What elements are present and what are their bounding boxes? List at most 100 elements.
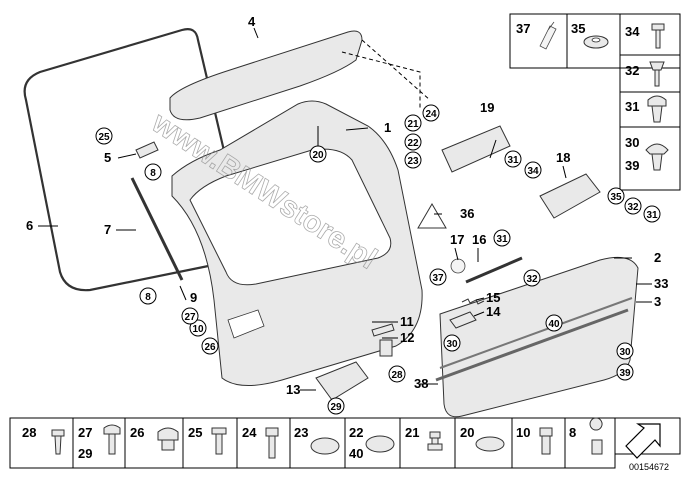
callout-13: 13 bbox=[286, 382, 300, 397]
callout-18: 18 bbox=[556, 150, 570, 165]
svg-text:35: 35 bbox=[610, 192, 622, 203]
legend-label-40: 40 bbox=[349, 446, 363, 461]
circled-callout-21: 21 bbox=[404, 114, 422, 132]
grommet bbox=[450, 258, 466, 274]
callout-33: 33 bbox=[654, 276, 668, 291]
svg-text:30: 30 bbox=[446, 339, 458, 350]
ball-stud-icon bbox=[589, 417, 603, 455]
spring bbox=[461, 298, 485, 305]
tailgate-lock bbox=[315, 361, 369, 401]
expanding-rivet-icon bbox=[645, 143, 669, 171]
svg-text:24: 24 bbox=[425, 109, 437, 120]
svg-text:32: 32 bbox=[627, 202, 639, 213]
legend-label-22: 22 bbox=[349, 425, 363, 440]
circled-callout-39: 39 bbox=[616, 363, 634, 381]
leader-lines bbox=[38, 27, 652, 391]
legend-label-31: 31 bbox=[625, 99, 639, 114]
screw-icon bbox=[649, 61, 665, 87]
callout-7: 7 bbox=[104, 222, 111, 237]
callout-5: 5 bbox=[104, 150, 111, 165]
circled-callout-40: 40 bbox=[545, 314, 563, 332]
legend-label-23: 23 bbox=[294, 425, 308, 440]
circled-callout-31: 31 bbox=[493, 229, 511, 247]
callout-1: 1 bbox=[384, 120, 391, 135]
circled-callout-30: 30 bbox=[616, 342, 634, 360]
circled-callout-28: 28 bbox=[388, 365, 406, 383]
stud-icon bbox=[427, 431, 443, 451]
legend-label-21: 21 bbox=[405, 425, 419, 440]
screw-icon bbox=[651, 23, 665, 49]
right-legend: 37 35 34 32 31 30 39 bbox=[509, 13, 681, 191]
license-plate-bracket bbox=[441, 125, 511, 173]
callout-16: 16 bbox=[472, 232, 486, 247]
rear-window-opening bbox=[189, 148, 392, 286]
svg-text:28: 28 bbox=[391, 370, 403, 381]
svg-text:37: 37 bbox=[432, 273, 444, 284]
rear-spoiler bbox=[169, 30, 363, 121]
circled-callout-24: 24 bbox=[422, 104, 440, 122]
circled-callout-31: 31 bbox=[504, 150, 522, 168]
legend-label-28: 28 bbox=[22, 425, 36, 440]
legend-label-24: 24 bbox=[242, 425, 257, 440]
callout-15: 15 bbox=[486, 290, 500, 305]
callout-12: 12 bbox=[400, 330, 414, 345]
plug-icon bbox=[157, 427, 179, 451]
legend-label-26: 26 bbox=[130, 425, 144, 440]
moulding-strip bbox=[435, 308, 629, 382]
callout-17: 17 bbox=[450, 232, 464, 247]
legend-label-35: 35 bbox=[571, 21, 585, 36]
rear-wiper-opening bbox=[227, 309, 265, 339]
circled-callout-25: 25 bbox=[95, 127, 113, 145]
circled-callout-10: 10 bbox=[189, 319, 207, 337]
svg-text:31: 31 bbox=[496, 234, 508, 245]
legend-label-20: 20 bbox=[460, 425, 474, 440]
handle-insert bbox=[449, 311, 477, 329]
circled-callout-34: 34 bbox=[524, 161, 542, 179]
svg-text:22: 22 bbox=[407, 138, 419, 149]
callout-14: 14 bbox=[486, 304, 501, 319]
legend-label-27: 27 bbox=[78, 425, 92, 440]
legend-label-32: 32 bbox=[625, 63, 639, 78]
circled-callout-32: 32 bbox=[624, 197, 642, 215]
push-pin-icon bbox=[51, 429, 65, 455]
svg-text:29: 29 bbox=[330, 402, 342, 413]
svg-text:26: 26 bbox=[204, 342, 216, 353]
circled-callouts: 8 8 10 20 21 22 23 24 25 26 27 28 29 30 … bbox=[95, 104, 661, 415]
circled-callout-27: 27 bbox=[181, 307, 199, 325]
legend-label-29: 29 bbox=[78, 446, 92, 461]
clip-icon bbox=[539, 427, 553, 455]
tailgate-rod bbox=[465, 256, 523, 284]
svg-text:8: 8 bbox=[145, 292, 151, 303]
bolt-icon bbox=[265, 427, 279, 459]
callout-4: 4 bbox=[248, 14, 256, 29]
legend-label-10: 10 bbox=[516, 425, 530, 440]
bottom-legend: 28 27 29 26 25 24 23 22 40 21 20 10 8 00… bbox=[9, 417, 681, 472]
svg-text:8: 8 bbox=[150, 168, 156, 179]
svg-text:10: 10 bbox=[192, 324, 204, 335]
svg-text:32: 32 bbox=[526, 274, 538, 285]
callout-9: 9 bbox=[190, 290, 197, 305]
legend-label-30: 30 bbox=[625, 135, 639, 150]
legend-label-37: 37 bbox=[516, 21, 530, 36]
svg-text:30: 30 bbox=[619, 347, 631, 358]
callout-11: 11 bbox=[400, 314, 414, 329]
legend-label-8: 8 bbox=[569, 425, 576, 440]
warning-triangle-sticker bbox=[417, 203, 447, 229]
svg-text:31: 31 bbox=[646, 210, 658, 221]
moulding-strip bbox=[439, 297, 633, 369]
legend-label-39: 39 bbox=[625, 158, 639, 173]
callout-38: 38 bbox=[414, 376, 428, 391]
screw-icon bbox=[103, 424, 121, 455]
clip-icon bbox=[539, 21, 557, 50]
callout-19: 19 bbox=[480, 100, 494, 115]
mounting-bracket bbox=[539, 173, 601, 219]
circled-callout-29: 29 bbox=[327, 397, 345, 415]
plug-icon bbox=[647, 95, 667, 123]
callout-labels: 1 2 3 4 5 6 7 9 11 12 13 14 15 16 17 18 … bbox=[26, 14, 668, 397]
tailgate-hinge bbox=[135, 141, 159, 159]
circled-callout-8: 8 bbox=[139, 287, 157, 305]
callout-36: 36 bbox=[460, 206, 474, 221]
svg-text:23: 23 bbox=[407, 156, 419, 167]
svg-text:27: 27 bbox=[184, 312, 196, 323]
